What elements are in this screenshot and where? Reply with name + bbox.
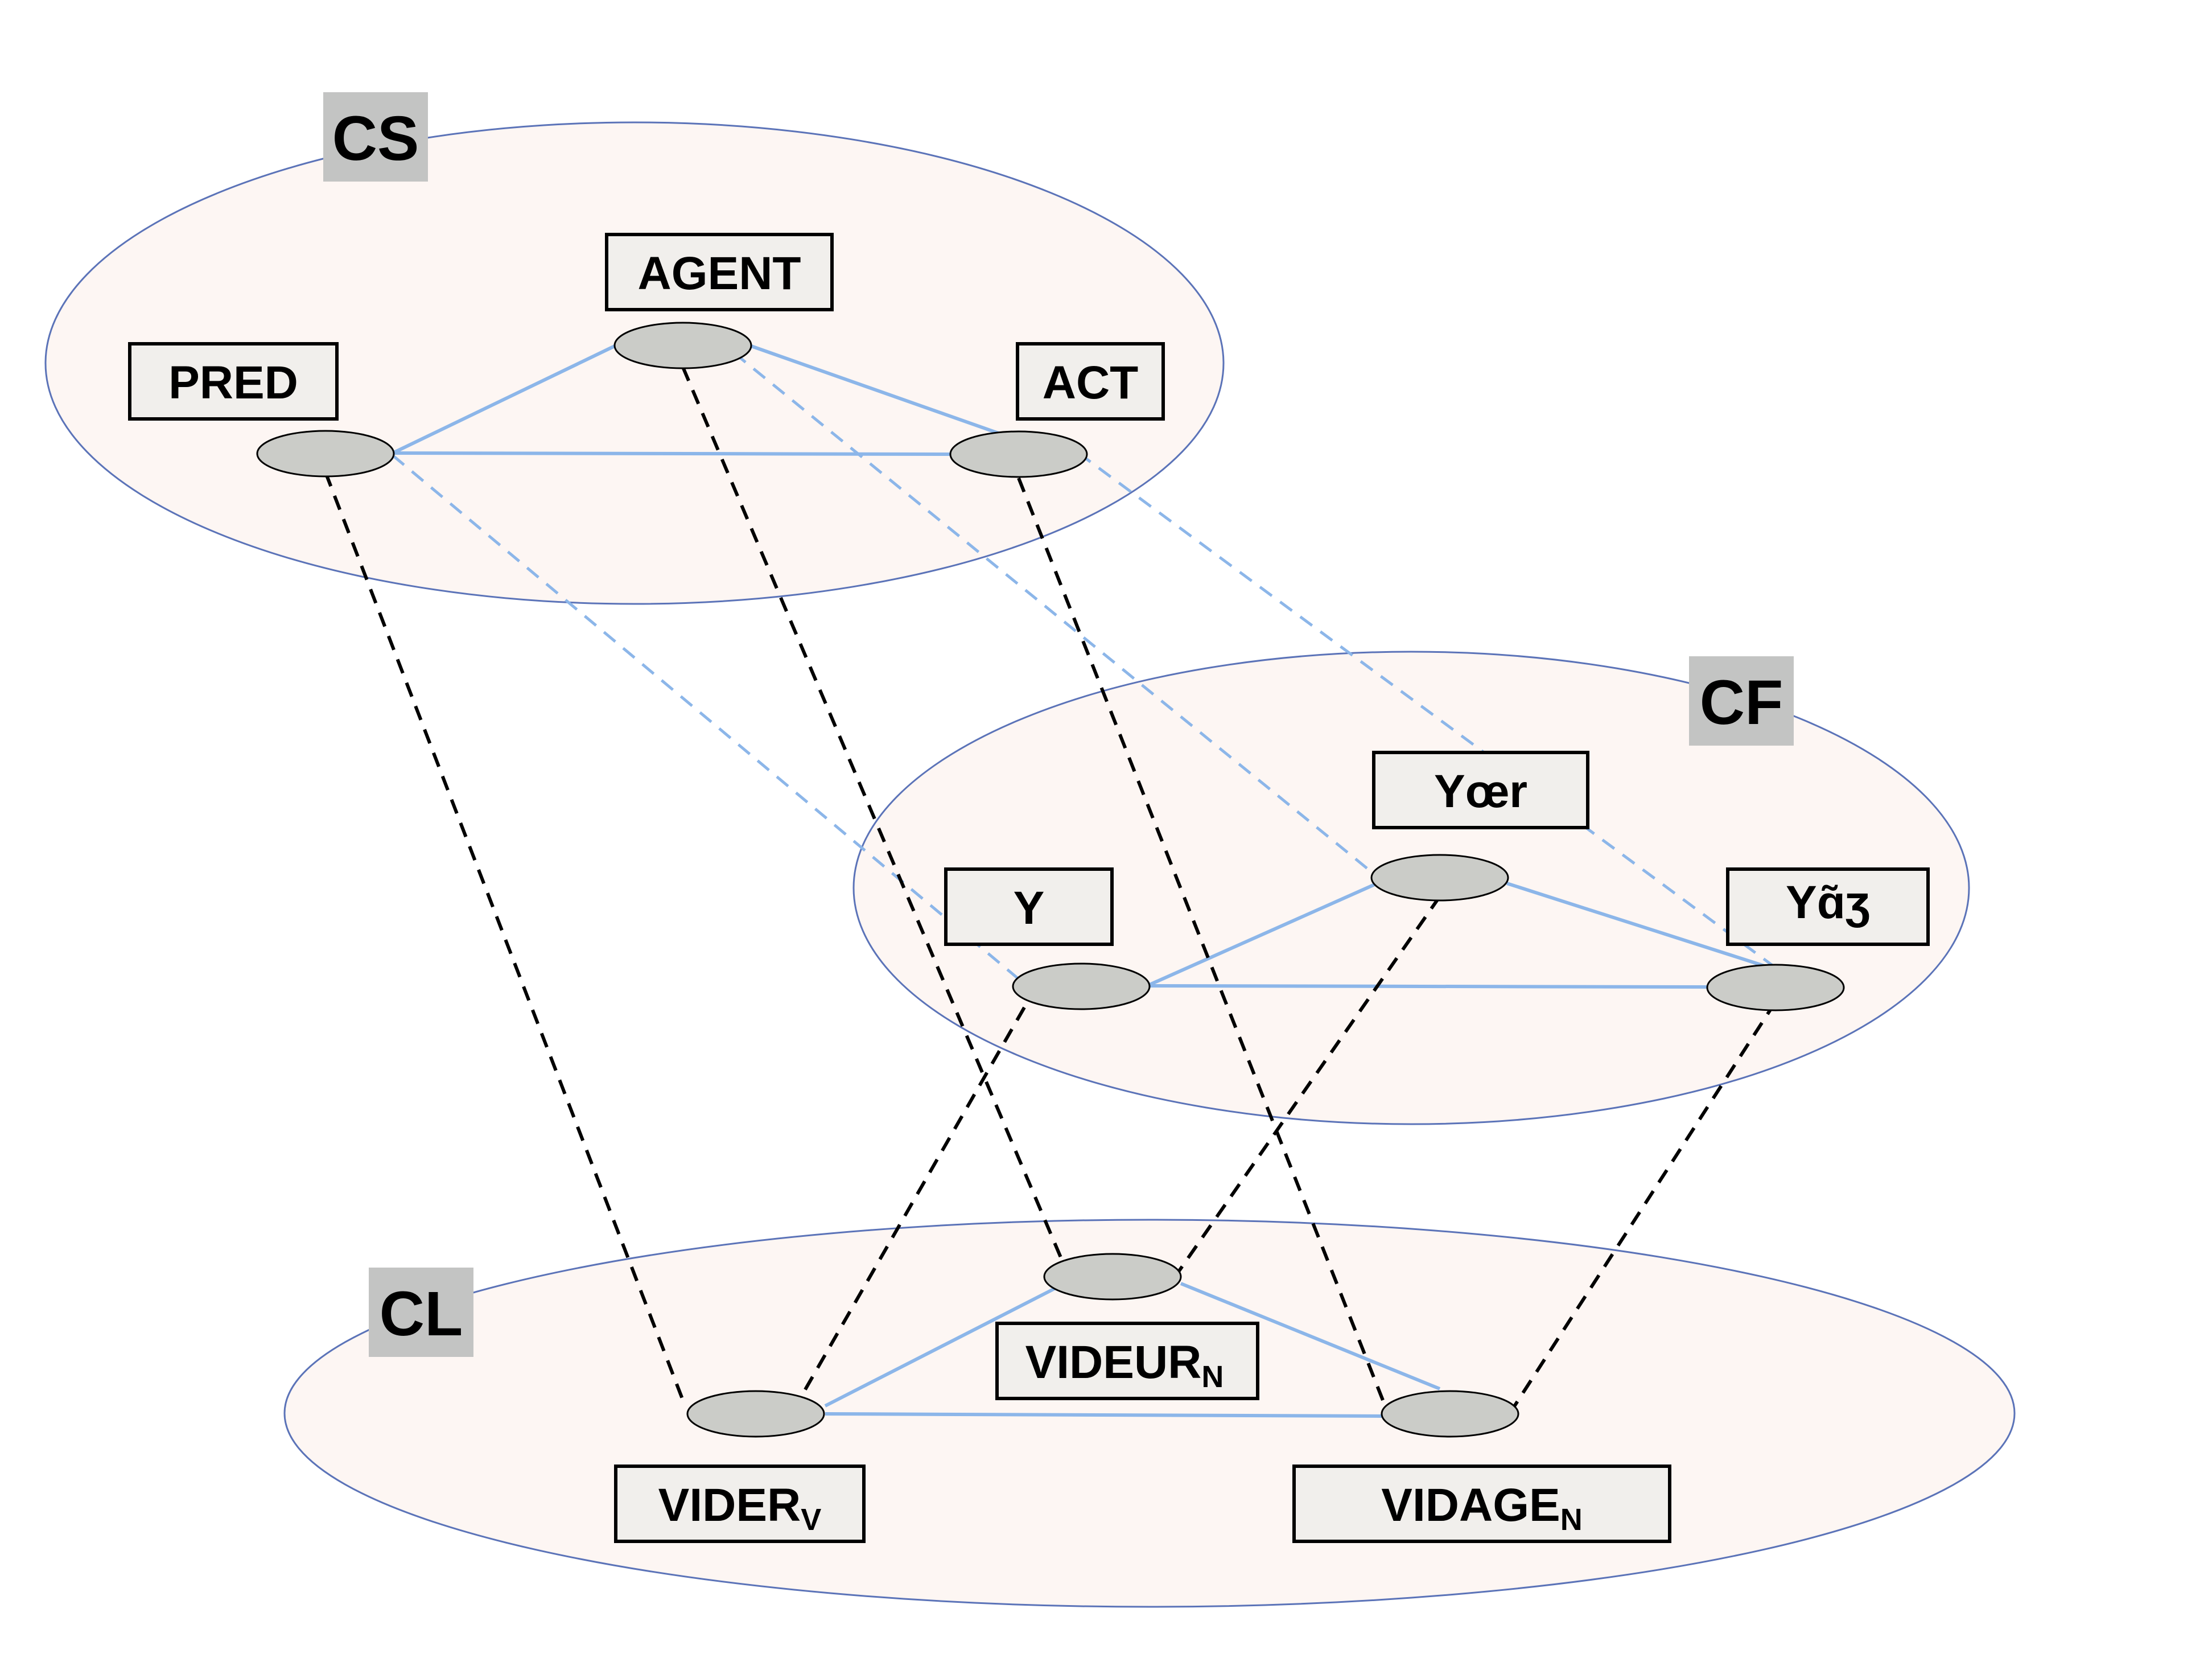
cf-link-y-yaz [1149, 984, 1708, 989]
label-vider: VIDERV [614, 1465, 866, 1543]
cl-tag: CL [369, 1268, 473, 1357]
node-videur [1043, 1253, 1182, 1301]
label-act: ACT [1016, 342, 1165, 421]
label-agent: AGENT [605, 233, 834, 311]
label-vidage-text: VIDAGEN [1381, 1479, 1582, 1537]
label-y-text: Y [1014, 882, 1045, 934]
label-vider-main: VIDER [658, 1479, 801, 1531]
cl-links [324, 366, 1777, 1413]
cl-link-videur-vidage [1180, 1282, 1441, 1391]
label-y: Y [944, 867, 1114, 946]
map-agent-videur [681, 366, 1069, 1273]
label-vider-sub: V [801, 1503, 821, 1537]
node-vider [686, 1390, 825, 1438]
cs-tag: CS [323, 92, 428, 182]
label-vider-text: VIDERV [658, 1479, 822, 1537]
cl-link-vider-vidage [825, 1412, 1383, 1418]
label-videur: VIDEURN [995, 1322, 1259, 1400]
map-yaz-vidage [1509, 1001, 1777, 1413]
label-videur-text: VIDEURN [1025, 1336, 1224, 1394]
label-vidage: VIDAGEN [1292, 1465, 1671, 1543]
node-agent [613, 322, 752, 369]
cf-link-y-yoer [1148, 882, 1378, 986]
map-pred-vider [324, 471, 685, 1401]
cf-tag: CF [1689, 656, 1794, 746]
cs-cf-links [392, 352, 1777, 980]
label-yoer-text: Yœr [1434, 766, 1527, 817]
node-yoer [1370, 854, 1509, 902]
label-yoer: Yœr [1372, 751, 1589, 829]
label-pred-text: PRED [168, 357, 298, 409]
label-agent-text: AGENT [638, 248, 801, 299]
cf-link-yoer-yaz [1506, 882, 1770, 969]
node-y [1012, 962, 1151, 1010]
cl-link-vider-videur [824, 1286, 1057, 1408]
cs-tag-text: CS [332, 104, 419, 174]
label-yaz: Yɑ̃ʒ [1726, 867, 1930, 946]
cf-tag-text: CF [1700, 668, 1783, 738]
node-act [949, 430, 1088, 478]
cs-link-pred-agent [392, 344, 616, 455]
cs-link-pred-act [392, 451, 951, 456]
node-vidage [1381, 1390, 1519, 1438]
node-yaz [1706, 964, 1845, 1011]
cs-link-agent-act [751, 344, 1014, 440]
label-videur-sub: N [1201, 1360, 1224, 1394]
label-yaz-text: Yɑ̃ʒ [1786, 877, 1870, 928]
map-agent-yoer [733, 352, 1378, 878]
label-videur-main: VIDEUR [1025, 1336, 1202, 1388]
cl-tag-text: CL [380, 1279, 463, 1349]
cs-region [44, 121, 1225, 605]
label-pred: PRED [128, 342, 339, 421]
nodes [256, 322, 1845, 1438]
node-pred [256, 430, 395, 478]
map-pred-y [392, 454, 1020, 980]
label-act-text: ACT [1043, 357, 1139, 409]
intra-links [392, 344, 1770, 1418]
label-vidage-sub: N [1560, 1503, 1583, 1537]
label-vidage-main: VIDAGE [1381, 1479, 1560, 1531]
label-boxes: PRED AGENT ACT Y Yœr Yɑ̃ʒ VIDEURN VIDER [128, 233, 1930, 1543]
map-yoer-videur [1171, 895, 1441, 1282]
